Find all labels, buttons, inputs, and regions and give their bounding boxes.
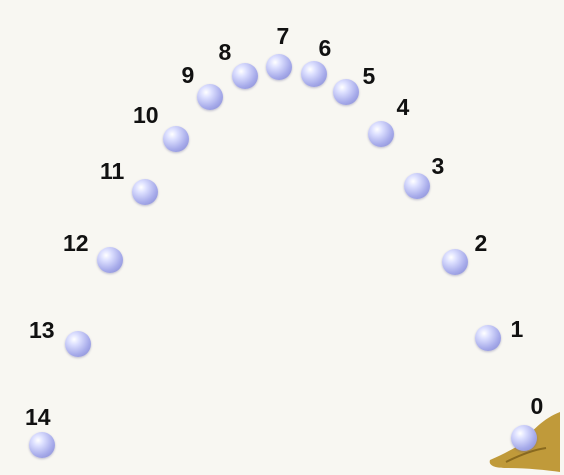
- ball-1: [475, 325, 501, 351]
- ball-label-11: 11: [100, 160, 124, 183]
- ball-3: [404, 173, 430, 199]
- ball-label-9: 9: [182, 64, 195, 87]
- ball-4: [368, 121, 394, 147]
- ball-label-4: 4: [397, 96, 410, 119]
- ball-9: [197, 84, 223, 110]
- ball-label-6: 6: [319, 37, 332, 60]
- ball-label-7: 7: [277, 25, 290, 48]
- ball-2: [442, 249, 468, 275]
- ball-label-2: 2: [475, 232, 488, 255]
- ball-label-5: 5: [363, 65, 376, 88]
- ball-label-0: 0: [531, 395, 544, 418]
- ball-14: [29, 432, 55, 458]
- ball-label-1: 1: [511, 318, 524, 341]
- ball-7: [266, 54, 292, 80]
- ball-11: [132, 179, 158, 205]
- ball-label-13: 13: [29, 319, 55, 342]
- ball-12: [97, 247, 123, 273]
- ball-10: [163, 126, 189, 152]
- ball-label-14: 14: [25, 406, 51, 429]
- ball-label-10: 10: [133, 104, 159, 127]
- ball-0: [511, 425, 537, 451]
- ball-label-3: 3: [432, 155, 445, 178]
- ball-label-12: 12: [63, 232, 89, 255]
- ball-6: [301, 61, 327, 87]
- ball-13: [65, 331, 91, 357]
- ball-5: [333, 79, 359, 105]
- ball-label-8: 8: [219, 41, 232, 64]
- ball-8: [232, 63, 258, 89]
